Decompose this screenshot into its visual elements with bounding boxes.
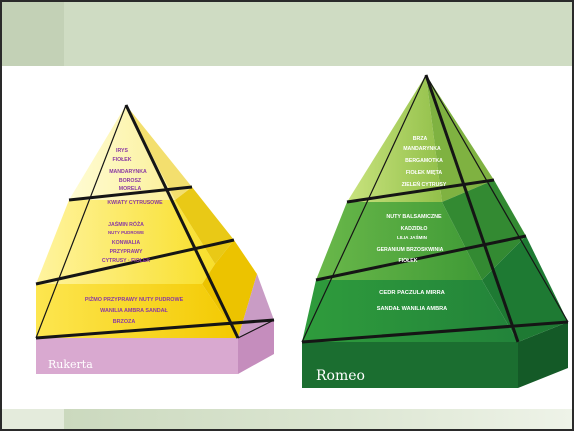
right-top-notes: BRZA MANDARYNKA BERGAMOTKA FIOŁEK MIĘTA … <box>402 136 447 188</box>
left-top-notes: IRYS FIOŁEK MANDARYNKA BOROSZ MORELA KWI… <box>107 148 163 206</box>
left-base-notes: PIŻMO PRZYPRAWY NUTY PUDROWE WANILIA AMB… <box>85 296 184 325</box>
right-middle-notes: NUTY BALSAMICZNE KADZIDŁO LILIA JAŚMIN G… <box>377 214 444 264</box>
left-base-note: BRZOZA <box>113 319 136 325</box>
right-middle-note: KADZIDŁO <box>401 226 428 232</box>
right-base-notes: CEDR PACZULA MIRRA SANDAŁ WANILIA AMBRA <box>377 290 447 312</box>
right-top-note: FIOŁEK MIĘTA <box>406 170 442 176</box>
right-middle-note: LILIA JAŚMIN <box>397 234 428 240</box>
header-divider <box>2 66 572 69</box>
left-middle-notes: JAŚMIN RÓŻA NUTY PUDROWE KONWALIA PRZYPR… <box>102 220 151 264</box>
left-top-note: FIOŁEK <box>112 157 131 163</box>
left-top-note: KWIATY CYTRUSOWE <box>107 200 163 206</box>
right-pyramid: BRZA MANDARYNKA BERGAMOTKA FIOŁEK MIĘTA … <box>301 74 569 388</box>
right-base-note: SANDAŁ WANILIA AMBRA <box>377 306 447 312</box>
left-top-note: MORELA <box>119 186 142 192</box>
right-top-note: BERGAMOTKA <box>405 158 443 164</box>
left-top-note: BOROSZ <box>119 178 142 184</box>
left-middle-note: PRZYPRAWY <box>110 249 143 255</box>
right-base-note: CEDR PACZULA MIRRA <box>379 290 446 296</box>
left-top-note: MANDARYNKA <box>109 169 147 175</box>
left-top-note: IRYS <box>116 148 128 154</box>
left-pyramid: IRYS FIOŁEK MANDARYNKA BOROSZ MORELA KWI… <box>35 104 275 374</box>
right-top-note: MANDARYNKA <box>403 146 441 152</box>
left-middle-note: NUTY PUDROWE <box>108 230 144 235</box>
rukerta-logo: Rukerta <box>48 358 93 371</box>
header-corner-block <box>2 2 64 66</box>
header-band <box>2 2 572 66</box>
left-middle-note: CYTRUSY · FIOŁEK <box>102 258 151 264</box>
left-middle-note: KONWALIA <box>112 240 140 246</box>
right-middle-note: FIOŁEK <box>398 258 417 264</box>
left-base-note: PIŻMO PRZYPRAWY NUTY PUDROWE <box>85 296 184 303</box>
footer-band <box>64 409 572 429</box>
right-top-note: BRZA <box>413 136 428 142</box>
romeo-logo: Romeo <box>316 368 365 384</box>
right-middle-note: GERANIUM BRZOSKWINIA <box>377 247 444 253</box>
footer-corner-block <box>2 409 64 429</box>
right-middle-note: NUTY BALSAMICZNE <box>386 214 442 220</box>
left-base-note: WANILIA AMBRA SANDAŁ <box>100 308 168 314</box>
left-middle-note: JAŚMIN RÓŻA <box>108 220 144 228</box>
right-top-note: ZIELEŃ CYTRUSY <box>402 180 447 188</box>
